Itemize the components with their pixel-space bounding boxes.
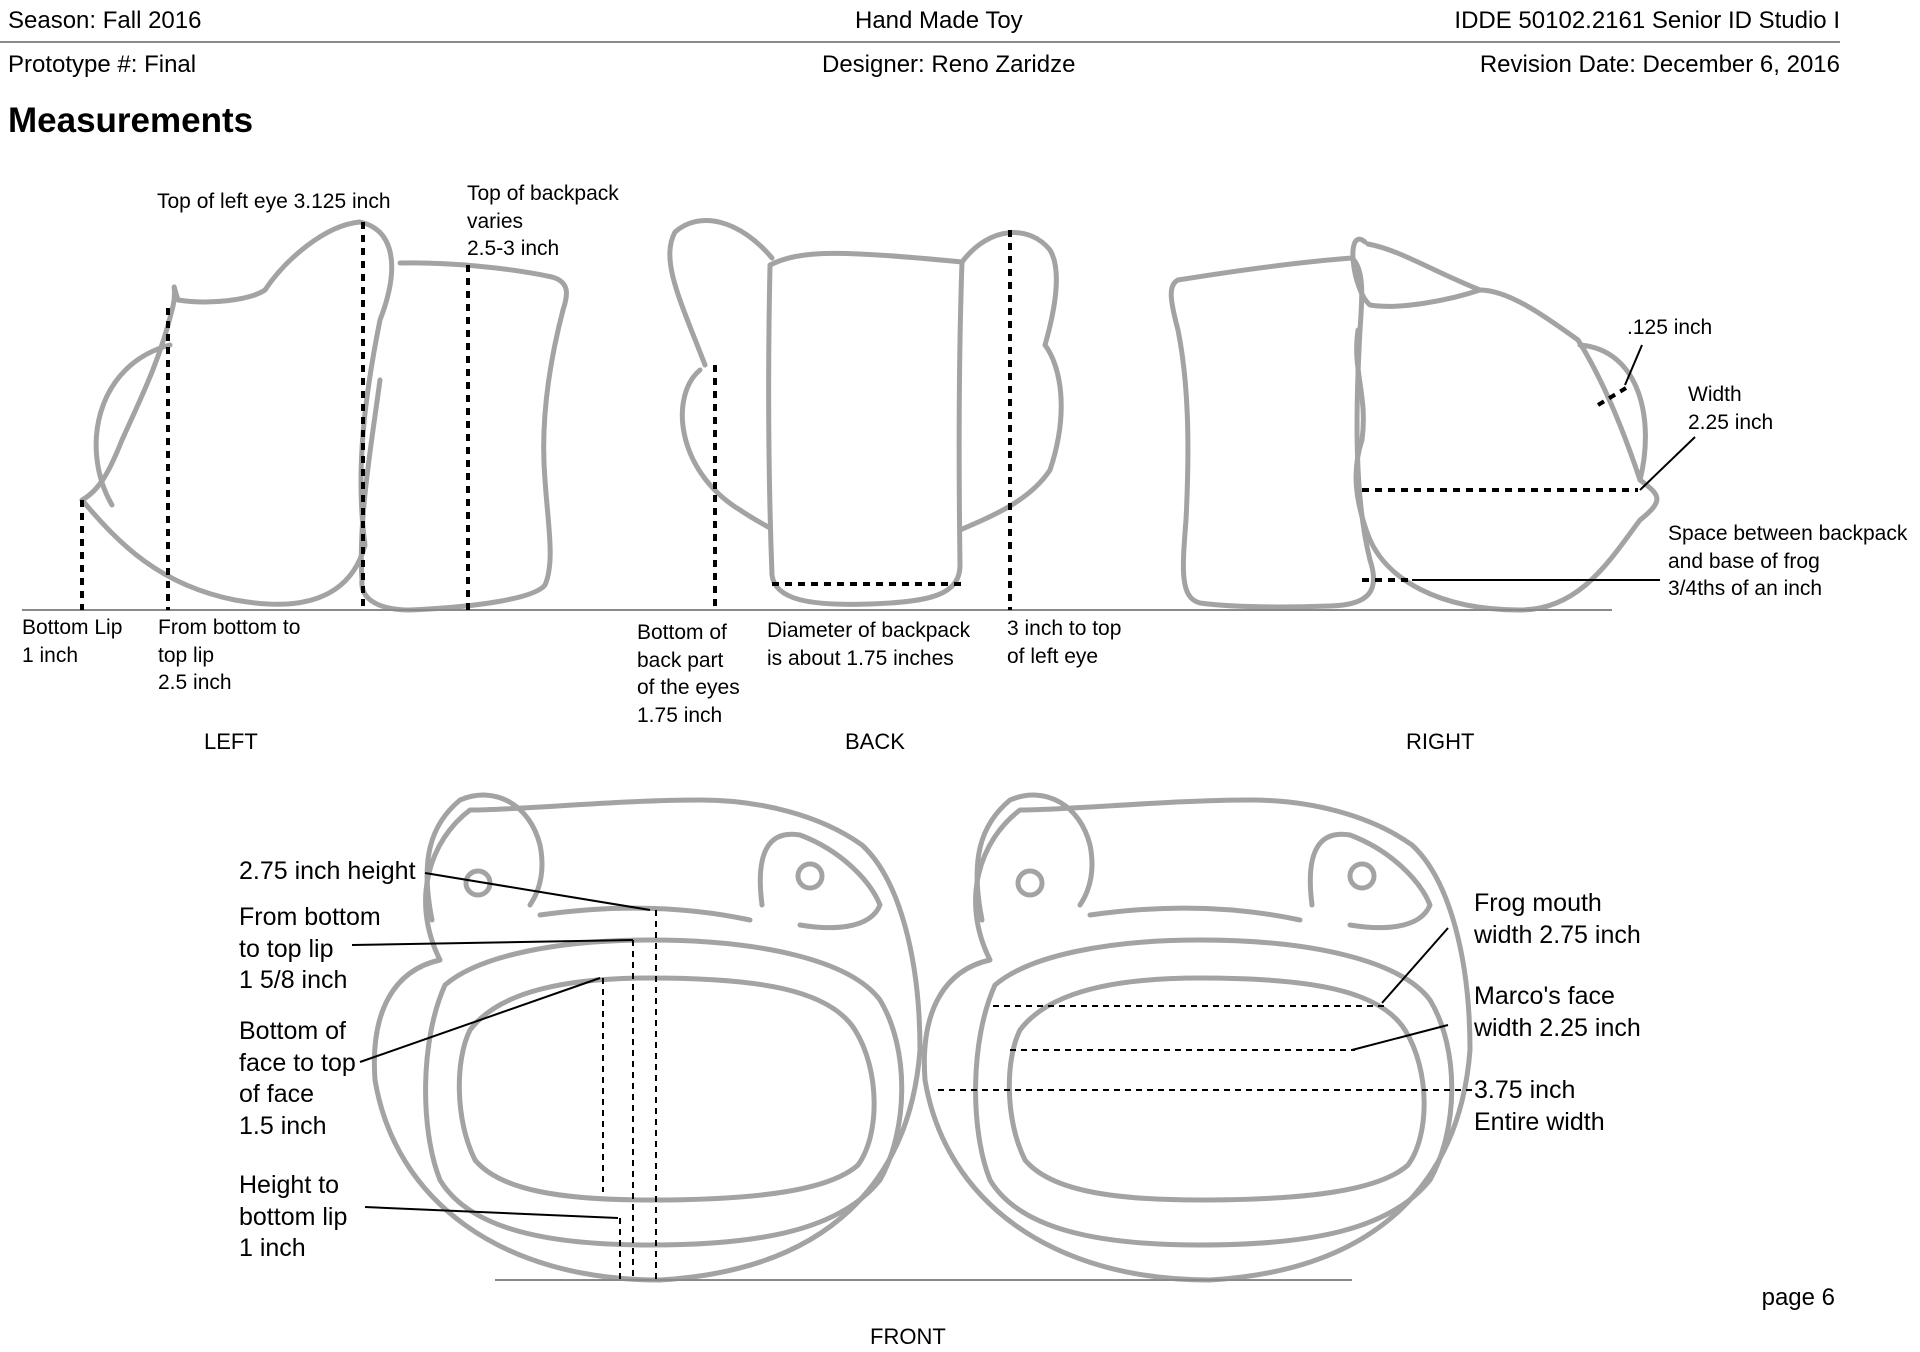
front-view-title: FRONT: [870, 1324, 946, 1349]
leader-mouth-width: [1381, 927, 1449, 1004]
front-left-head: [371, 797, 923, 1283]
left-top-lip-label: From bottom to top lip 2.5 inch: [158, 616, 301, 694]
right-frog-outline: [1350, 236, 1660, 613]
left-frog-outline: [79, 219, 395, 607]
front-right-mouth-outer: [973, 937, 1455, 1248]
left-eye-top-label: Top of left eye 3.125 inch: [157, 190, 391, 213]
front-left-eye-r: [757, 831, 883, 931]
front-right-lip-top: [1087, 905, 1303, 923]
front-top-lip-label: From bottom to top lip 1 5/8 inch: [239, 903, 381, 994]
back-view-drawing: [667, 218, 1064, 607]
front-face-label: Bottom of face to top of face 1.5 inch: [239, 1017, 356, 1140]
back-right-eye: [957, 230, 1064, 533]
front-right-pupil-r: [1347, 861, 1377, 891]
page-number: page 6: [1761, 1284, 1835, 1311]
front-left-pupil-r: [795, 861, 825, 891]
back-eyes-bottom-label: Bottom of back part of the eyes 1.75 inc…: [637, 621, 740, 727]
front-height-label: 2.75 inch height: [239, 857, 416, 885]
back-left-eye-lower: [679, 367, 773, 531]
right-space-label: Space between backpack and base of frog …: [1668, 522, 1908, 600]
document-title: Hand Made Toy: [855, 7, 1023, 34]
front-right-mouth-inner: [1006, 975, 1427, 1203]
prototype-text: Prototype #: Final: [8, 51, 197, 78]
back-view-title: BACK: [845, 729, 905, 754]
season-text: Season: Fall 2016: [8, 7, 202, 34]
left-view-drawing: [79, 219, 569, 613]
front-mouth-width-label: Frog mouth width 2.75 inch: [1474, 889, 1641, 949]
front-entire-width-label: 3.75 inch Entire width: [1474, 1076, 1605, 1136]
left-bottom-lip-label: Bottom Lip 1 inch: [22, 616, 123, 667]
header-divider: [0, 41, 1840, 43]
left-view-title: LEFT: [204, 729, 258, 754]
front-left-mouth-inner: [456, 975, 877, 1203]
revision-date-text: Revision Date: December 6, 2016: [1479, 51, 1840, 78]
section-title: Measurements: [8, 101, 254, 140]
front-left-eye-l: [424, 792, 545, 923]
front-right-eye-l: [974, 792, 1095, 923]
front-view-left-drawing: [371, 792, 923, 1283]
front-right-pupil-l: [1015, 868, 1045, 898]
leader-front-bottomlip: [364, 1206, 619, 1219]
back-left-eye: [667, 218, 775, 368]
right-thickness-label: .125 inch: [1627, 316, 1713, 339]
front-view-right-drawing: [921, 792, 1473, 1283]
right-view-drawing: [1168, 236, 1660, 613]
right-backpack-outline: [1168, 255, 1377, 610]
leader-face-width: [1351, 1024, 1449, 1051]
left-backpack-top-label: Top of backpack varies 2.5-3 inch: [467, 182, 619, 260]
front-bottom-lip-label: Height to bottom lip 1 inch: [239, 1171, 348, 1262]
left-eye-bulge: [93, 342, 173, 508]
back-eye-top-label: 3 inch to top of left eye: [1007, 617, 1122, 668]
front-right-eye-r: [1307, 831, 1433, 931]
right-eye-bulge: [1577, 342, 1648, 483]
leader-right-width: [1639, 436, 1696, 491]
back-backpack-body: [766, 250, 965, 607]
right-width-label: Width 2.25 inch: [1688, 383, 1774, 434]
leader-front-height: [424, 872, 651, 911]
left-backpack-outline: [358, 260, 569, 613]
front-face-width-label: Marco's face width 2.25 inch: [1474, 982, 1641, 1042]
front-left-mouth-outer: [423, 937, 905, 1248]
leader-front-toplip: [351, 939, 634, 946]
course-text: IDDE 50102.2161 Senior ID Studio I: [1454, 7, 1840, 34]
right-thickness-dim: [1596, 386, 1628, 407]
right-view-title: RIGHT: [1406, 729, 1475, 754]
back-diameter-label: Diameter of backpack is about 1.75 inche…: [767, 619, 971, 670]
right-eye-line: [1365, 241, 1483, 293]
designer-text: Designer: Reno Zaridze: [822, 51, 1076, 78]
leader-front-face: [359, 977, 601, 1063]
leader-right-thickness: [1624, 344, 1643, 386]
